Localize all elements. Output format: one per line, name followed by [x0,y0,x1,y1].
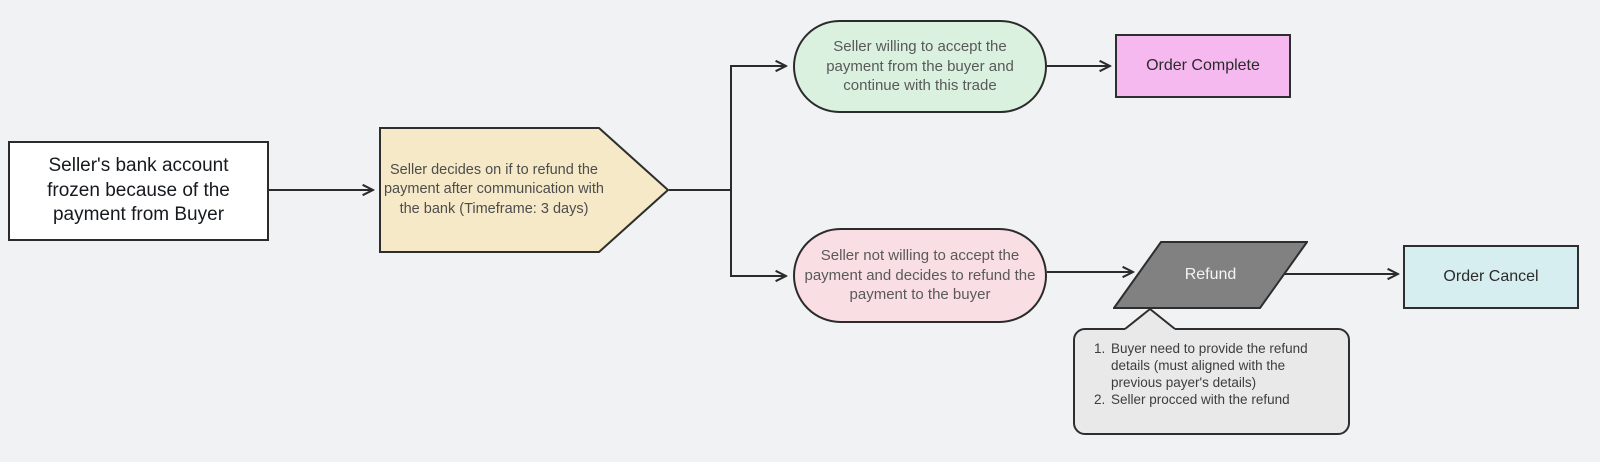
pentagon-shape [379,127,670,253]
refund-node: Refund [1113,241,1308,309]
decision-node: Seller decides on if to refund the payme… [379,127,670,253]
refund-note-item: Seller procced with the refund [1109,391,1321,408]
refund-note-list: Buyer need to provide the refund details… [1079,340,1338,409]
refund-note-item: Buyer need to provide the refund details… [1109,340,1321,391]
reject-branch-node: Seller not willing to accept the payment… [793,228,1047,323]
order-cancel-node: Order Cancel [1403,245,1579,309]
refund-note: Buyer need to provide the refund details… [1073,328,1350,435]
edge-decision-accept [669,66,786,191]
order-cancel-label: Order Cancel [1443,268,1539,285]
start-node-label: Seller's bank account frozen because of … [47,154,230,226]
accept-branch-label: Seller willing to accept the payment fro… [826,38,1014,95]
reject-branch-label: Seller not willing to accept the payment… [804,247,1036,304]
order-complete-label: Order Complete [1146,57,1260,74]
decision-node-label: Seller decides on if to refund the payme… [383,162,604,217]
edge-decision-reject [730,190,786,276]
refund-label: Refund [1184,266,1237,283]
refund-note-pointer [1124,307,1176,332]
parallelogram-shape [1113,241,1308,309]
order-complete-node: Order Complete [1115,34,1291,98]
start-node: Seller's bank account frozen because of … [8,141,269,241]
accept-branch-node: Seller willing to accept the payment fro… [793,20,1047,113]
